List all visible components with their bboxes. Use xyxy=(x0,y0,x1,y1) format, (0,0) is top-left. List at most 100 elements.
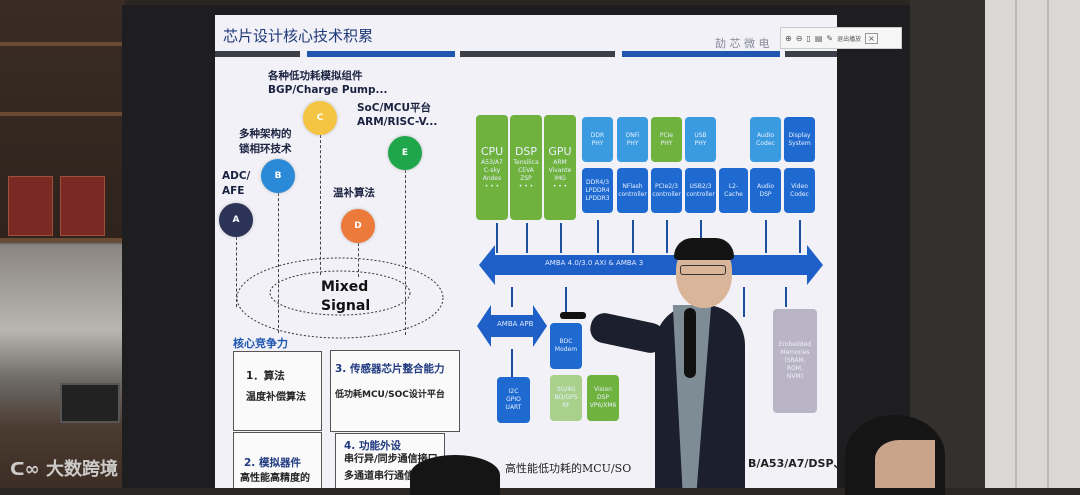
card-algorithm: 1．算法 温度补偿算法 xyxy=(233,351,322,431)
connector-line xyxy=(278,193,279,333)
modem-block: BDC Modem xyxy=(550,323,582,369)
presenter-hair xyxy=(674,238,734,260)
vision-dsp-block: Vision DSP VP6/XM6 xyxy=(587,375,619,421)
audio-dsp-block: Audio DSP xyxy=(750,168,781,213)
connector-line xyxy=(405,170,406,335)
header-bar xyxy=(215,51,300,57)
bus-connector xyxy=(765,220,767,253)
card-title: 2. 模拟器件 xyxy=(244,457,301,469)
card-sensor-integration: 3. 传感器芯片整合能力 低功耗MCU/SOC设计平台 xyxy=(330,350,460,432)
usb-phy-block: USB PHY xyxy=(685,117,716,162)
bus-connector xyxy=(526,223,528,253)
embedded-memories-block: Embedded Memories (SRAM, ROM, NVM) xyxy=(773,309,817,413)
pcie-controller-block: PCIe2/3 controller xyxy=(651,168,682,213)
bus-connector xyxy=(511,349,513,377)
bus-connector xyxy=(632,220,634,253)
connector-line xyxy=(358,243,359,277)
node-a-label-2: AFE xyxy=(222,185,245,197)
onfi-phy-block: ONFi PHY xyxy=(617,117,648,162)
bus-connector xyxy=(597,220,599,253)
microphone xyxy=(684,308,696,378)
monitor xyxy=(60,383,120,423)
card-line: 温度补偿算法 xyxy=(246,392,306,403)
bus-connector xyxy=(496,223,498,253)
amba-axi-bus-arrow xyxy=(479,245,823,285)
display-system-block: Display System xyxy=(784,117,815,162)
company-logo: 劼 芯 微 电 xyxy=(715,37,770,50)
signal-label: Signal xyxy=(321,298,371,314)
pen-icon[interactable]: ✎ xyxy=(826,33,834,43)
usb-controller-block: USB2/3 controller xyxy=(685,168,716,213)
bus-connector xyxy=(743,287,745,317)
document-icon[interactable]: ▤ xyxy=(814,33,823,43)
node-d-circle: D xyxy=(341,209,375,243)
shelf xyxy=(0,42,122,46)
footer-text-right: B/A53/A7/DSP、 xyxy=(748,457,837,470)
amba-apb-arrow xyxy=(477,305,547,347)
room-wall-right xyxy=(985,0,1080,488)
bus-connector xyxy=(785,287,787,307)
mixed-signal-ellipses xyxy=(236,257,444,339)
card-title: 4. 功能外设 xyxy=(344,440,401,452)
close-icon[interactable]: × xyxy=(865,32,878,44)
node-c-circle: C xyxy=(303,101,337,135)
node-e-circle: E xyxy=(388,136,422,170)
amba-axi-label: AMBA 4.0/3.0 AXI & AMBA 3 xyxy=(545,259,644,267)
connector-line xyxy=(236,237,237,307)
node-b-label-1: 多种架构的 xyxy=(239,128,292,140)
competitiveness-heading: 核心竞争力 xyxy=(233,337,288,350)
shelf xyxy=(0,112,122,116)
slide-title: 芯片设计核心技术积累 xyxy=(223,27,374,45)
card-analog: 2. 模拟器件 高性能高精度的 xyxy=(233,432,322,488)
bus-connector xyxy=(700,220,702,253)
node-c-label-2: BGP/Charge Pump... xyxy=(268,84,388,96)
display-edge xyxy=(910,0,985,488)
node-b-label-2: 锁相环技术 xyxy=(239,143,292,155)
node-d-label-1: 温补算法 xyxy=(333,187,375,199)
bus-connector xyxy=(565,287,567,317)
glasses xyxy=(680,265,726,275)
zoom-in-icon[interactable]: ⊕ xyxy=(785,33,792,43)
gift-box xyxy=(60,176,105,236)
node-e-label-1: SoC/MCU平台 xyxy=(357,102,431,114)
nflash-controller-block: NFlash controller xyxy=(617,168,648,213)
bus-connector xyxy=(511,287,513,307)
node-c-label-1: 各种低功耗模拟组件 xyxy=(268,70,363,82)
video-codec-block: Video Codec xyxy=(784,168,815,213)
bus-connector xyxy=(560,223,562,253)
bus-connector xyxy=(799,220,801,253)
card-line: 串行异/同步通信接口 xyxy=(344,454,438,465)
presentation-clicker xyxy=(560,312,586,319)
audience-head xyxy=(410,455,500,495)
node-a-circle: A xyxy=(219,203,253,237)
node-e-label-2: ARM/RISC-V... xyxy=(357,116,438,128)
rf-block: 3G/4G BD/GPS RF xyxy=(550,375,582,421)
node-a-label-1: ADC/ xyxy=(222,170,251,182)
card-title: 3. 传感器芯片整合能力 xyxy=(335,363,445,375)
page-icon[interactable]: ▯ xyxy=(806,33,811,43)
shelf xyxy=(0,238,122,242)
header-bar xyxy=(460,51,615,57)
footer-text-left: 高性能低功耗的MCU/SO xyxy=(505,462,632,475)
card-title: 1．算法 xyxy=(246,370,285,382)
zoom-out-icon[interactable]: ⊖ xyxy=(795,33,803,43)
card-line: 多通道串行通信接口 xyxy=(344,471,434,482)
card-line: 低功耗MCU/SOC设计平台 xyxy=(335,390,445,400)
audio-codec-block: Audio Codec xyxy=(750,117,781,162)
node-b-circle: B xyxy=(261,159,295,193)
header-bar xyxy=(307,51,455,57)
pcie-phy-block: PCIe PHY xyxy=(651,117,682,162)
header-bar xyxy=(622,51,780,57)
card-line: 高性能高精度的 xyxy=(240,473,310,484)
bus-connector xyxy=(666,220,668,253)
watermark-logo-icon: ᑕ∞ xyxy=(10,459,46,480)
mixed-label: Mixed xyxy=(321,279,369,295)
exit-slideshow-button[interactable]: 退出播放 xyxy=(837,35,862,43)
ddr-controller-block: DDR4/3 LPDDR4 LPDDR3 xyxy=(582,168,613,213)
header-bar xyxy=(785,51,837,57)
gift-box xyxy=(8,176,53,236)
room-background-left xyxy=(0,0,125,488)
